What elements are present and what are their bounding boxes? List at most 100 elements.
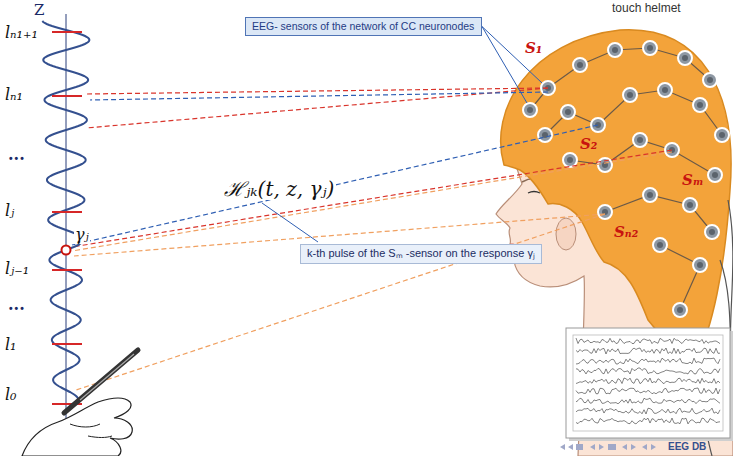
electrode-core <box>627 92 633 98</box>
response-curve <box>42 21 89 408</box>
blue-ray <box>90 92 548 100</box>
eeg-trace <box>576 418 720 424</box>
electrode-core <box>719 132 725 138</box>
blue-ray <box>72 125 598 245</box>
electrode <box>673 303 687 317</box>
electrode-core <box>647 45 653 51</box>
electrode <box>538 128 552 142</box>
electrode <box>708 168 722 182</box>
electrode-ring <box>715 128 729 142</box>
nav-symbol <box>642 444 656 450</box>
electrode-core <box>567 157 573 163</box>
electrode-ring <box>683 198 697 212</box>
z-axis <box>66 14 67 452</box>
response-point <box>62 246 71 255</box>
leader-lines <box>262 27 542 243</box>
electrode <box>693 98 707 112</box>
level-label: lⱼ <box>4 202 15 220</box>
nav-symbol <box>590 444 604 450</box>
response-curve-group <box>42 21 89 408</box>
leader-line <box>482 27 542 84</box>
electrode <box>523 103 537 117</box>
electrode <box>598 205 612 219</box>
electrode-ring <box>538 128 552 142</box>
level-tick <box>52 343 82 345</box>
axis-label: Z <box>34 2 44 19</box>
level-tick <box>52 95 82 97</box>
electrode-core <box>677 307 683 313</box>
helmet-wires <box>530 48 722 310</box>
electrode <box>653 238 667 252</box>
electrode-core <box>647 192 653 198</box>
helmet-wire <box>530 48 710 110</box>
electrode-ring <box>643 41 657 55</box>
eeg-trace <box>576 398 720 404</box>
eeg-trace <box>576 408 720 414</box>
navigation-label: EEG DB <box>668 441 706 452</box>
eeg-trace <box>576 378 720 384</box>
eeg-trace <box>576 348 720 354</box>
electrode-ring <box>561 105 575 119</box>
orange-ray <box>72 152 672 251</box>
electrode <box>705 225 719 239</box>
electrode-core <box>682 55 688 61</box>
callout-box: k-th pulse of the Sₘ -sensor on the resp… <box>300 244 542 264</box>
electrode-ring <box>658 83 672 97</box>
electrode-ring <box>708 168 722 182</box>
head-illustration <box>496 30 733 456</box>
electrode-ring <box>573 58 587 72</box>
electrode-ring <box>693 258 707 272</box>
electrode-ring <box>523 103 537 117</box>
electrode-ring <box>598 158 612 172</box>
electrode-core <box>709 229 715 235</box>
level-tick <box>52 211 82 213</box>
electrode <box>703 73 717 87</box>
ellipsis: ... <box>8 146 25 164</box>
navigation-symbols <box>560 444 656 450</box>
nav-symbol <box>576 444 583 450</box>
electrode-core <box>707 77 713 83</box>
electrode <box>561 105 575 119</box>
electrode-core <box>657 242 663 248</box>
callout-box: EEG- sensors of the network of CC neuron… <box>245 17 482 36</box>
eeg-trace <box>576 368 720 374</box>
electrode <box>608 43 622 57</box>
electrode-ring <box>598 205 612 219</box>
electrode-core <box>697 102 703 108</box>
nav-symbol <box>608 444 616 450</box>
electrode-core <box>565 109 571 115</box>
electrode-ring <box>563 153 577 167</box>
level-label: l₁ <box>4 336 18 354</box>
electrode-core <box>662 87 668 93</box>
electrode <box>598 158 612 172</box>
electrode <box>658 83 672 97</box>
nav-symbol <box>560 444 573 450</box>
panel-plot <box>573 335 723 431</box>
level-label: lₙ₁₊₁ <box>4 24 39 42</box>
electrode-ring <box>623 88 637 102</box>
electrode-ring <box>673 303 687 317</box>
leader-line <box>262 203 318 242</box>
leader-line <box>482 27 527 104</box>
level-tick <box>52 31 82 33</box>
panel <box>566 328 730 438</box>
eeg-trace <box>576 358 720 364</box>
electrode-ring <box>633 133 647 147</box>
red-ray <box>86 88 548 94</box>
helmet-wire <box>660 245 700 310</box>
electrode-ring <box>608 43 622 57</box>
helmet <box>501 30 731 362</box>
panel-shadow <box>569 331 733 441</box>
electrode-core <box>612 47 618 53</box>
finger-line <box>88 436 112 438</box>
electrode-core <box>697 262 703 268</box>
level-ticks <box>52 32 82 404</box>
electrode-core <box>577 62 583 68</box>
electrode <box>563 153 577 167</box>
finger-line <box>70 424 100 427</box>
electrode-core <box>687 202 693 208</box>
ellipsis: ... <box>8 296 25 314</box>
response-label: γⱼ <box>74 226 90 244</box>
hand <box>22 398 132 456</box>
pulse-formula: ℋⱼₖ(t, z, γⱼ) <box>222 178 336 200</box>
